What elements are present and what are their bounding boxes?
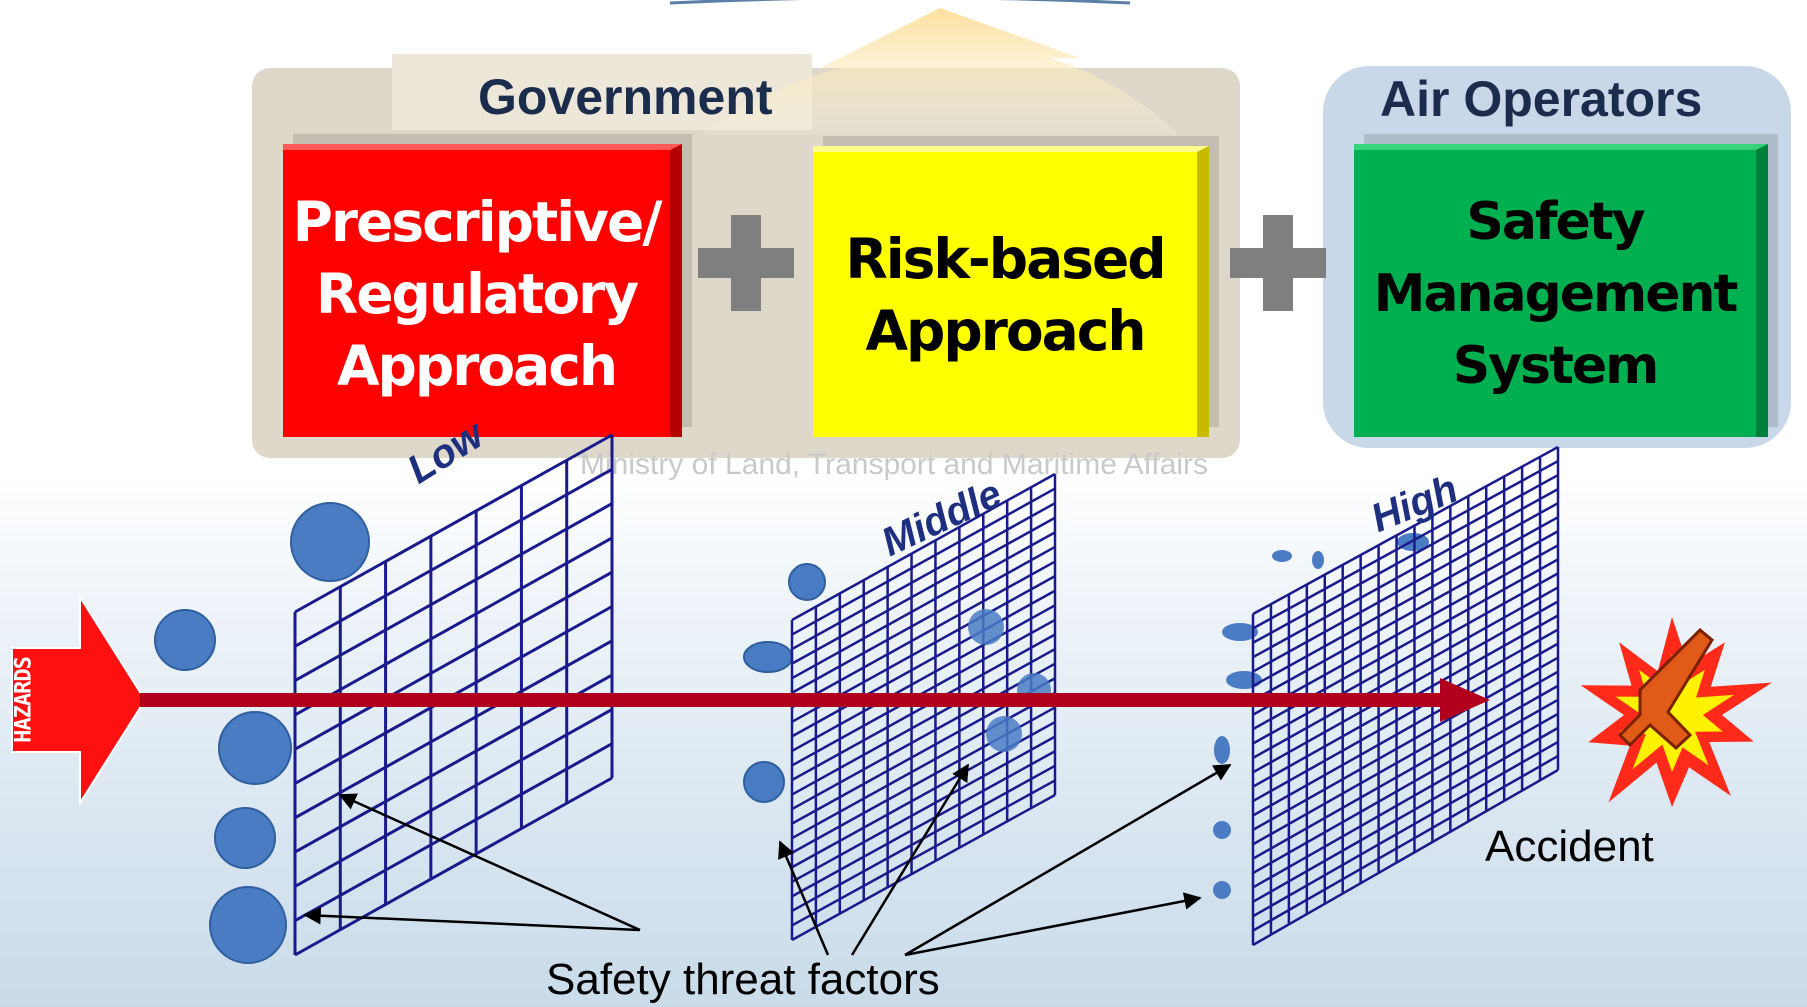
plus-icon (1230, 215, 1326, 311)
threat-circle (290, 502, 370, 582)
low-grid-line (294, 433, 613, 614)
threat-circle (154, 609, 216, 671)
crashed-plane-icon (1617, 627, 1714, 751)
middle-grid-line (791, 618, 1056, 767)
low-grid-line (294, 467, 613, 648)
air-operators-title: Air Operators (1380, 71, 1703, 127)
low-grid-line (294, 639, 613, 820)
middle-grid-line (791, 545, 1056, 694)
high-grid-line (1252, 516, 1559, 688)
pointer-arrow (303, 906, 641, 932)
high-grid-line (1252, 754, 1559, 932)
threat-circle (1272, 550, 1292, 562)
high-grid-line (1252, 502, 1559, 673)
pointer-arrow (778, 840, 830, 956)
high-grid-line (1252, 473, 1559, 644)
low-grid-line (294, 502, 613, 682)
ministry-watermark: Ministry of Land, Transport and Maritime… (580, 448, 1209, 481)
high-grid-line (1252, 628, 1559, 803)
threat-circle (788, 563, 826, 601)
threat-circle (218, 711, 292, 785)
middle-grid-line (791, 589, 1056, 738)
high-grid-line (1252, 712, 1559, 889)
middle-grid-line (791, 560, 1056, 709)
sms-box: Safety Management System (1354, 144, 1768, 437)
pointer-arrow (904, 763, 1232, 957)
high-grid-line (1252, 768, 1559, 947)
government-title: Government (478, 69, 773, 125)
low-grid-line (294, 708, 613, 888)
threat-circle (1226, 671, 1262, 689)
middle-grid-line (791, 531, 1056, 680)
middle-grid-line (791, 487, 1056, 636)
high-grid-line (1252, 544, 1559, 716)
safety-threat-factors-label: Safety threat factors (546, 955, 940, 1004)
middle-grid-line (791, 647, 1056, 796)
high-grid-line (1252, 656, 1559, 831)
high-grid-line (1252, 740, 1559, 918)
threat-circle (1312, 551, 1324, 569)
high-grid (1251, 445, 1560, 947)
high-grid-line (1252, 698, 1559, 875)
threat-circle (986, 716, 1022, 752)
threat-circle (214, 807, 276, 869)
middle-grid-line (791, 633, 1056, 782)
high-grid-line (1252, 726, 1559, 903)
hazard-trajectory-arrow (140, 678, 1490, 722)
low-grid-line (294, 536, 613, 717)
low-grid (293, 433, 614, 957)
high-grid-line (1252, 572, 1559, 745)
high-grid-line (1252, 600, 1559, 774)
threat-circle (1213, 881, 1231, 899)
risk-based-approach-label: Risk-based Approach (845, 226, 1166, 363)
high-grid-line (1252, 586, 1559, 760)
middle-grid-line (791, 604, 1056, 753)
middle-grid-line (791, 472, 1056, 622)
middle-grid-line (791, 516, 1056, 665)
middle-grid (790, 472, 1057, 942)
threat-circle (1214, 736, 1230, 764)
middle-grid-line (791, 750, 1056, 898)
prescriptive-approach-label: Prescriptive/ Regulatory Approach (292, 189, 663, 398)
low-grid-line (294, 742, 613, 923)
high-grid-line (1252, 670, 1559, 846)
high-grid-line (1252, 684, 1559, 860)
threat-circle (209, 886, 287, 964)
threat-circle (968, 609, 1004, 645)
accident-label: Accident (1485, 822, 1654, 871)
pointer-arrow (338, 793, 641, 932)
hazards-arrow-icon (11, 593, 147, 807)
threat-circle (1222, 623, 1258, 641)
middle-grid-line (791, 735, 1056, 883)
hazards-text: HAZARDS (11, 657, 37, 743)
middle-grid-line (791, 779, 1056, 927)
threat-circle (743, 641, 793, 673)
prescriptive-approach-box: Prescriptive/ Regulatory Approach (283, 144, 682, 437)
middle-grid-line (791, 502, 1056, 651)
high-grid-line (1252, 530, 1559, 702)
middle-grid-line (791, 662, 1056, 811)
low-grid-line (294, 776, 613, 957)
high-grid-line (1252, 459, 1559, 630)
risk-based-approach-box: Risk-based Approach (813, 146, 1209, 437)
plus-icon (698, 215, 794, 311)
middle-grid-line (791, 691, 1056, 840)
high-grid-line (1252, 642, 1559, 817)
high-grid-line (1252, 445, 1559, 616)
pointer-arrow (904, 892, 1202, 957)
pointer-arrow (850, 763, 970, 956)
threat-circle (1213, 821, 1231, 839)
sms-label: Safety Management System (1373, 191, 1739, 396)
low-grid-line (294, 570, 613, 751)
middle-grid-line (791, 793, 1056, 942)
high-grid-line (1252, 488, 1559, 659)
threat-circle (743, 761, 785, 803)
